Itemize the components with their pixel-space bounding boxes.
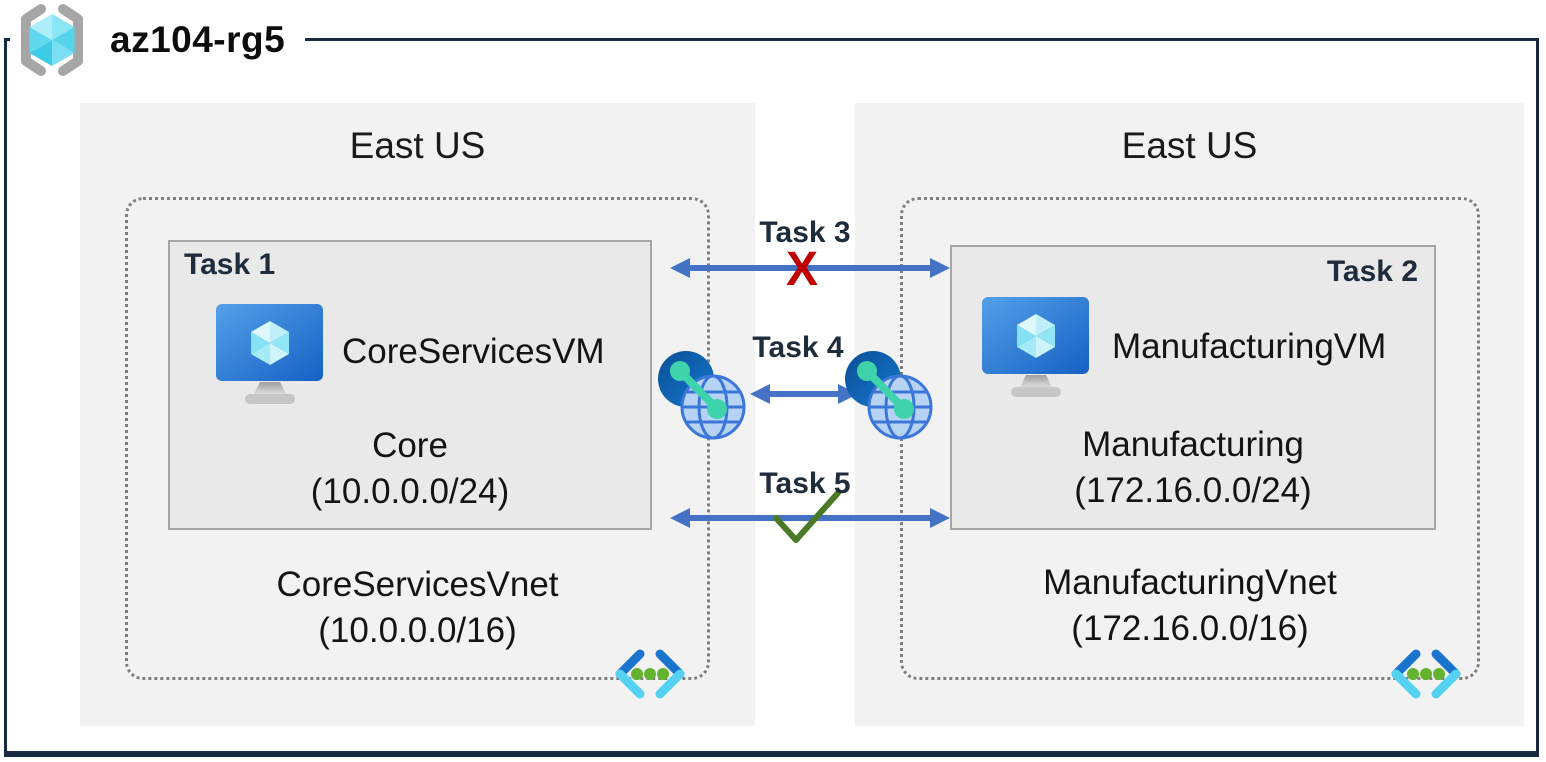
task-1-label: Task 1 [184, 248, 276, 281]
task-5-label: Task 5 [759, 467, 851, 500]
vnet-name: ManufacturingVnet [1043, 563, 1337, 602]
vnet-cidr: (172.16.0.0/16) [1071, 609, 1309, 648]
task-3-arrow [670, 258, 950, 278]
blocked-x-icon: X [786, 243, 819, 296]
resource-group-header: az104-rg5 [10, 0, 306, 80]
region-name: East US [1121, 125, 1258, 166]
vm-icon [216, 304, 323, 404]
vnet-name: CoreServicesVnet [276, 565, 559, 604]
resource-group-title: az104-rg5 [110, 19, 286, 60]
task-5-arrow [670, 508, 950, 528]
subnet-cidr: (172.16.0.0/24) [1074, 471, 1312, 510]
subnet-name: Core [372, 426, 448, 465]
vnet-icon [1391, 649, 1461, 699]
task-3-label: Task 3 [759, 216, 851, 249]
resource-group-boundary [4, 38, 1539, 757]
task-2-label: Task 2 [1326, 255, 1418, 288]
subnet-cidr: (10.0.0.0/24) [310, 472, 510, 511]
subnet-core: Task 1 CoreServicesVM Core (10.0.0.0/24) [168, 240, 652, 530]
vnet-peering-icon [658, 351, 746, 440]
vm-icon [982, 297, 1089, 397]
region-name: East US [349, 125, 486, 166]
vm-name: CoreServicesVM [342, 332, 605, 371]
resource-group-icon [21, 4, 83, 76]
subnet-name: Manufacturing [1082, 425, 1304, 464]
vnet-icon [615, 649, 685, 699]
vm-name: ManufacturingVM [1112, 327, 1387, 366]
task-4-arrow [750, 384, 858, 404]
vnet-peering-icon [845, 351, 933, 440]
vnet-cidr: (10.0.0.0/16) [318, 611, 517, 650]
subnet-manufacturing: Task 2 ManufacturingVM Manufacturing (17… [950, 245, 1436, 530]
task-4-label: Task 4 [752, 331, 844, 364]
check-icon [773, 490, 841, 543]
